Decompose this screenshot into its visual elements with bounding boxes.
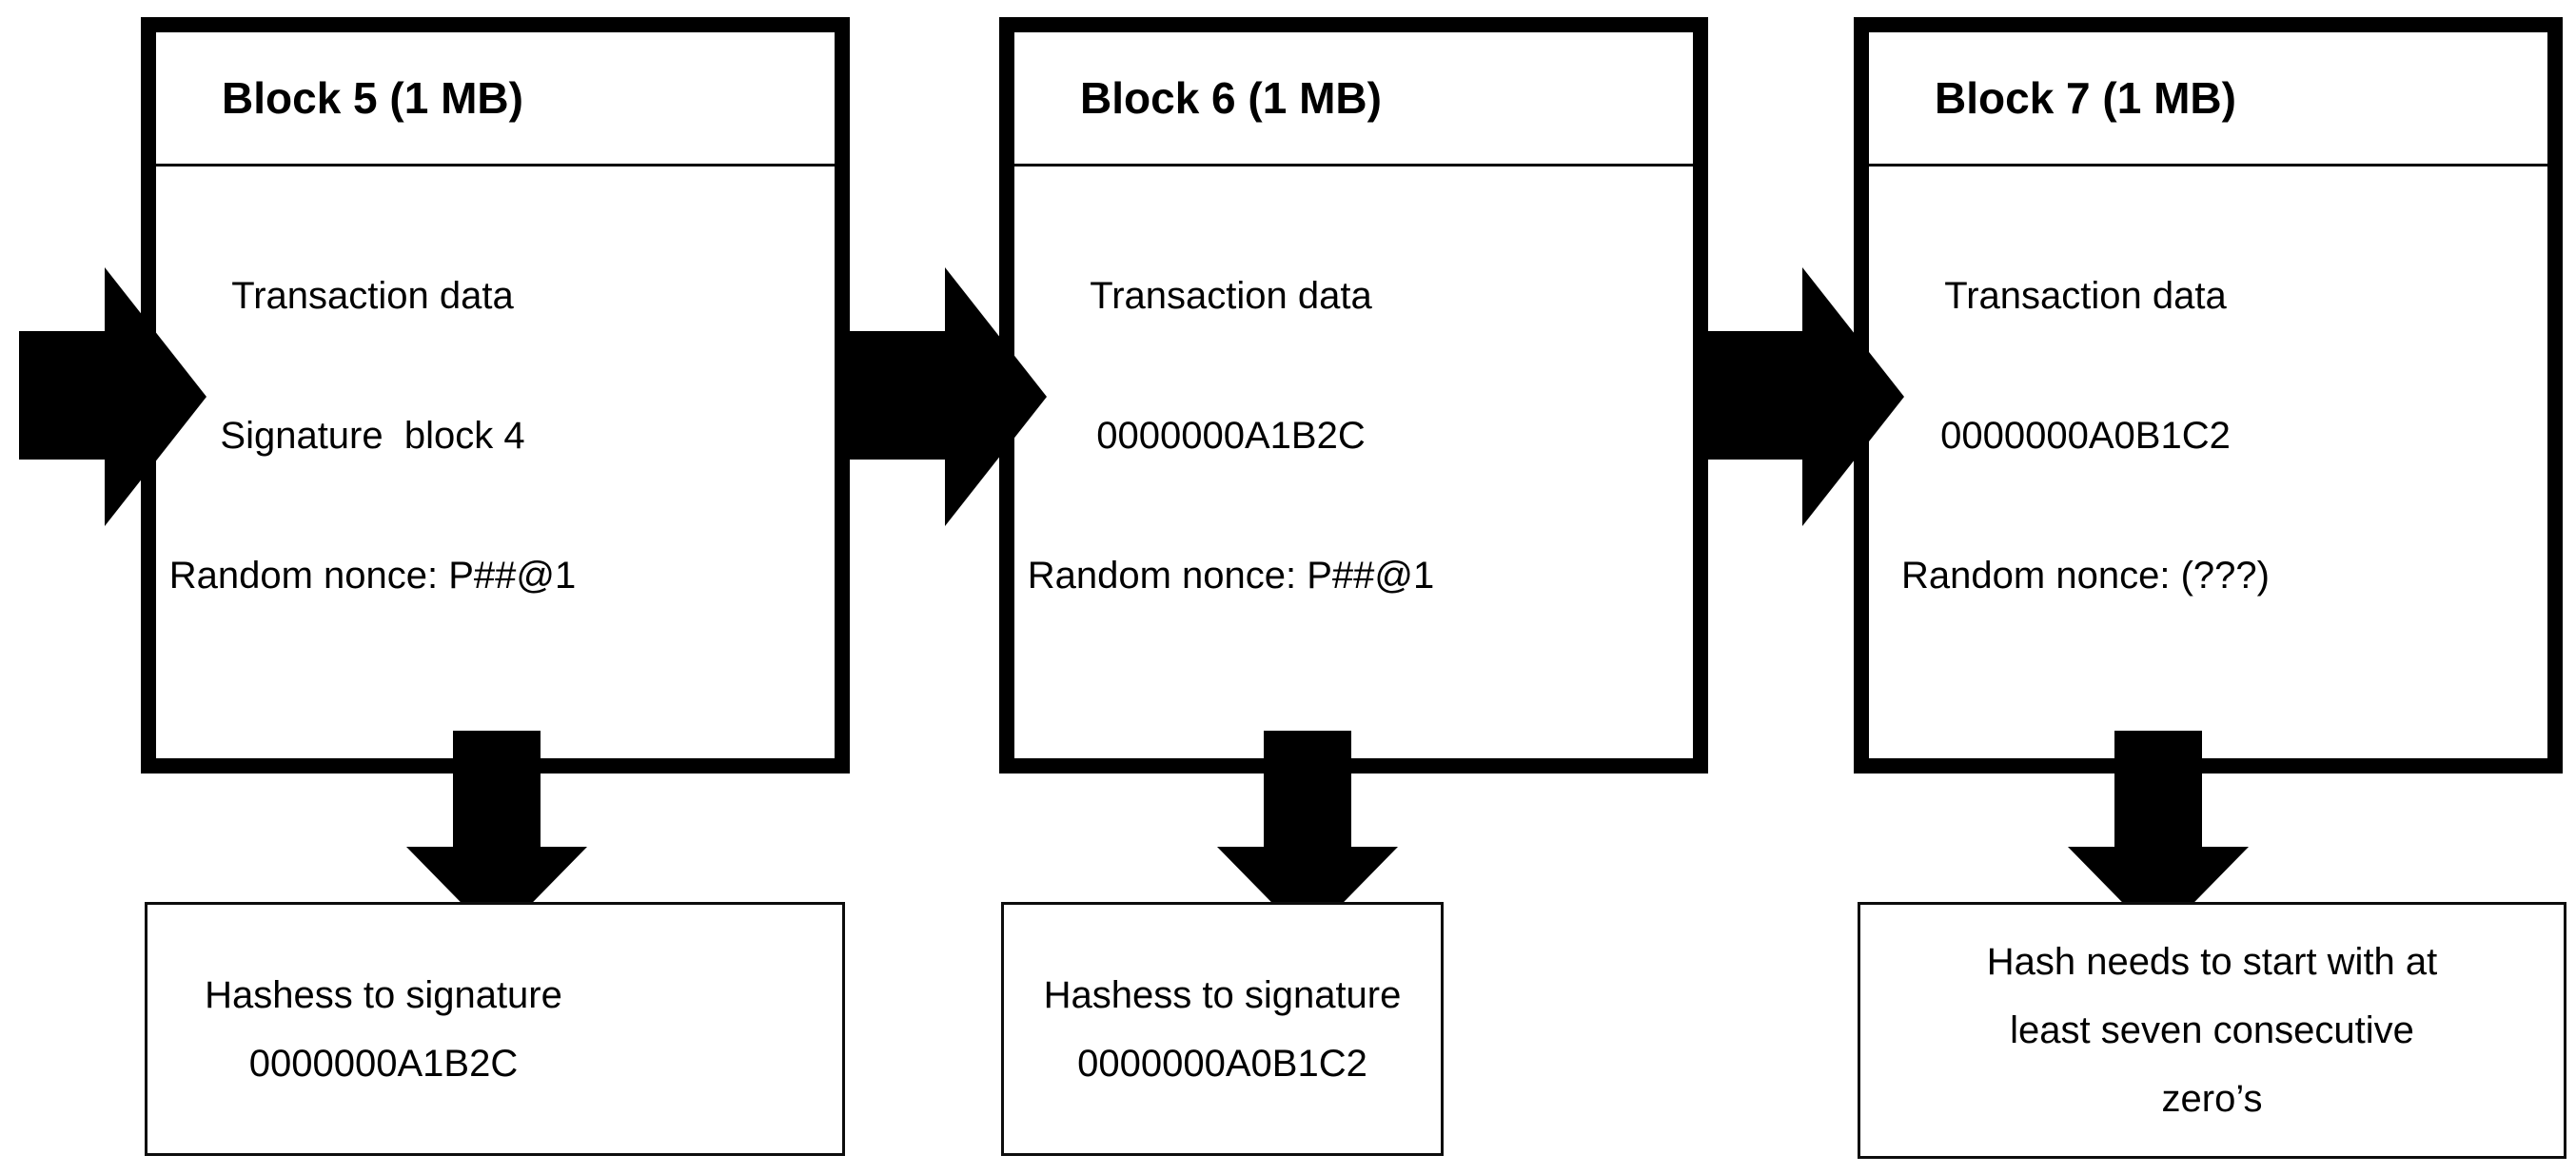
block-7-body: Transaction data 0000000A0B1C2 Random no…: [1869, 166, 2302, 600]
block-6-title: Block 6 (1 MB): [1080, 73, 1382, 123]
arrow-shaft: [2114, 731, 2202, 847]
block-5-card: Block 5 (1 MB) Transaction data Signatur…: [141, 17, 850, 774]
block-6-prev-hash: 0000000A1B2C: [1096, 415, 1366, 457]
block-5-transaction-data: Transaction data: [231, 275, 514, 317]
hash-box-line: Hashess to signature: [205, 973, 562, 1016]
block-5-signature: Signature block 4: [220, 415, 525, 457]
arrow-head: [945, 267, 1047, 526]
block-7-prev-hash: 0000000A0B1C2: [1940, 415, 2231, 457]
block-5-hash-box: Hashess to signature 0000000A1B2C: [145, 902, 845, 1156]
arrow-head: [1802, 267, 1904, 526]
block-7-transaction-data: Transaction data: [1944, 275, 2227, 317]
block-7-hash-text: Hash needs to start with at least seven …: [1860, 905, 2564, 1156]
block-7-nonce: Random nonce: (???): [1901, 555, 2270, 597]
block-5-nonce: Random nonce: P##@1: [168, 555, 577, 597]
hash-box-line: zero’s: [2161, 1078, 2263, 1120]
block-5-body: Transaction data Signature block 4 Rando…: [156, 166, 589, 600]
block-6-hash-box: Hashess to signature 0000000A0B1C2: [1001, 902, 1444, 1156]
hash-box-line: 0000000A1B2C: [248, 1042, 519, 1085]
hash-box-line: 0000000A0B1C2: [1077, 1042, 1367, 1085]
arrow-shaft: [19, 331, 105, 460]
block-6-transaction-data: Transaction data: [1090, 275, 1372, 317]
block-6-body: Transaction data 0000000A1B2C Random non…: [1014, 166, 1447, 600]
arrow-shaft: [453, 731, 541, 847]
block-7-hash-box: Hash needs to start with at least seven …: [1858, 902, 2566, 1159]
arrow-shaft: [1264, 731, 1351, 847]
arrow-shaft: [1693, 331, 1802, 460]
block-6-hash-text: Hashess to signature 0000000A0B1C2: [1004, 905, 1441, 1153]
block-7-title: Block 7 (1 MB): [1935, 73, 2236, 123]
block-7-card: Block 7 (1 MB) Transaction data 0000000A…: [1854, 17, 2563, 774]
hash-box-line: Hash needs to start with at: [1986, 941, 2438, 983]
arrow-shaft: [836, 331, 945, 460]
hash-box-line: least seven consecutive: [2010, 1009, 2414, 1051]
block-5-hash-text: Hashess to signature 0000000A1B2C: [147, 905, 619, 1153]
block-6-header: Block 6 (1 MB): [1014, 32, 1693, 166]
block-7-header: Block 7 (1 MB): [1869, 32, 2547, 166]
block-6-nonce: Random nonce: P##@1: [1027, 555, 1435, 597]
hash-box-line: Hashess to signature: [1043, 973, 1402, 1016]
block-5-title: Block 5 (1 MB): [222, 73, 523, 123]
block-6-card: Block 6 (1 MB) Transaction data 0000000A…: [999, 17, 1708, 774]
arrow-head: [105, 267, 206, 526]
block-5-header: Block 5 (1 MB): [156, 32, 835, 166]
